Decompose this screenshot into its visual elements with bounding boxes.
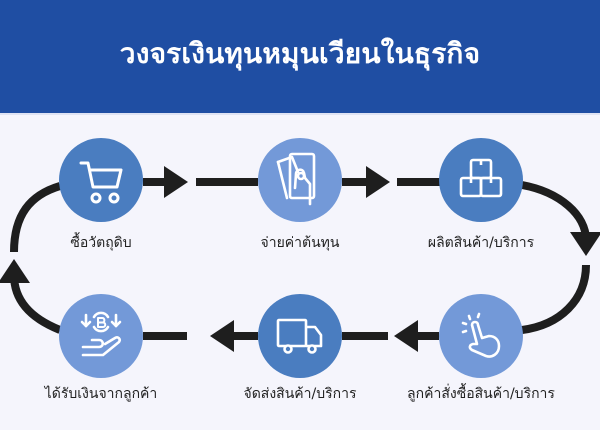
step-label-receive-payment: ได้รับเงินจากลูกค้า: [44, 386, 158, 402]
delivery-truck-icon: [276, 318, 323, 354]
step-node-pay-costs: [258, 138, 342, 222]
receive-baht-icon: [80, 311, 122, 357]
step-label-deliver: จัดส่งสินค้า/บริการ: [243, 386, 357, 402]
shopping-cart-icon: [79, 161, 123, 204]
stacked-boxes-icon: [459, 158, 503, 198]
step-label-produce: ผลิตสินค้า/บริการ: [427, 235, 535, 251]
hand-holding-cash-icon: [276, 152, 316, 206]
page-title: วงจรเงินทุนหมุนเวียนในธุรกิจ: [119, 37, 481, 70]
step-node-deliver: [258, 294, 342, 378]
connector-into-step4: [521, 264, 590, 334]
connector-into-step1: [10, 182, 62, 253]
step-node-produce: [439, 138, 523, 222]
step-node-receive-payment: [59, 294, 143, 378]
header-divider: [0, 113, 600, 115]
arrow-step3-to-step4: [521, 181, 600, 256]
step-node-customer-orders: [439, 294, 523, 378]
arrow-step6-to-step1: [0, 259, 62, 334]
step-node-buy-materials: [59, 138, 143, 222]
step-label-buy-materials: ซื้อวัตถุดิบ: [70, 235, 132, 251]
tap-hand-icon: [461, 312, 501, 358]
step-label-pay-costs: จ่ายค่าต้นทุน: [260, 235, 340, 251]
title-banner: วงจรเงินทุนหมุนเวียนในธุรกิจ: [0, 0, 600, 113]
step-label-customer-orders: ลูกค้าสั่งซื้อสินค้า/บริการ: [407, 386, 555, 402]
